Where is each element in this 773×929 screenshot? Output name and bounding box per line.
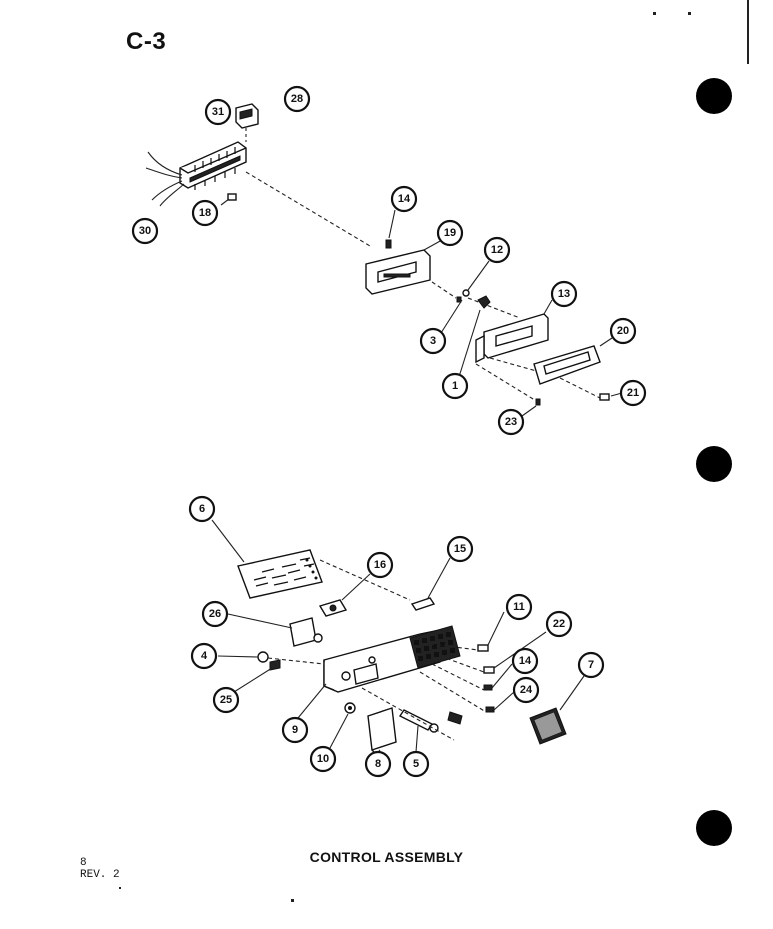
callout-label: 11 [513,601,525,613]
callout-label: 3 [430,335,436,347]
edge-mark-dot-2 [688,12,691,15]
callout: 9 [281,716,309,744]
callout-label: 14 [398,193,411,205]
screw [220,193,237,206]
callout: 5 [402,750,430,778]
callout: 8 [364,750,392,778]
washer [329,702,356,749]
bracket [227,613,323,647]
callout: 21 [619,379,647,407]
callout: 18 [191,199,219,227]
callout: 30 [131,217,159,245]
callout-label: 22 [553,618,565,630]
callout: 11 [505,593,533,621]
callout: 22 [545,610,573,638]
clip [457,295,491,381]
alignment-line [245,171,371,247]
lower-assembly [211,519,585,762]
callout-label: 1 [452,380,458,392]
callout: 3 [419,327,447,355]
callout: 12 [483,236,511,264]
callout-label: 30 [139,225,151,237]
callout-label: 15 [454,543,466,555]
knob [217,651,325,693]
callout-label: 23 [505,416,517,428]
callout: 16 [366,551,394,579]
keypad [409,625,461,669]
screw [475,363,623,417]
punch-hole-top [696,78,732,114]
edge-mark-dot-4 [291,899,294,902]
callout: 14 [511,647,539,675]
terminal-block [179,141,247,190]
overlay-panel [489,337,613,385]
callout-label: 9 [292,724,298,736]
callout-label: 4 [201,650,208,662]
callout-label: 8 [375,758,381,770]
callout-label: 7 [588,659,594,671]
callout-label: 10 [317,753,329,765]
callout-label: 31 [212,106,224,118]
callout-label: 5 [413,758,419,770]
circuit-board [211,519,411,601]
control-bracket [365,239,443,295]
page-title: C-3 [126,28,167,55]
punch-hole-middle [696,446,732,482]
wire-harness [145,151,185,207]
callout: 6 [188,495,216,523]
callout-label: 28 [291,93,303,105]
connector [235,103,259,142]
callout-label: 24 [520,684,533,696]
callout-label: 26 [209,608,221,620]
callout: 25 [212,686,240,714]
callout: 19 [436,219,464,247]
callout-label: 12 [491,244,503,256]
footer-title: CONTROL ASSEMBLY [309,849,464,865]
callout: 1 [441,372,469,400]
callout: 20 [609,317,637,345]
callout-label: 19 [444,227,456,239]
callout: 24 [512,676,540,704]
revision-label: REV. 2 [80,869,120,881]
callout: 23 [497,408,525,436]
callout-label: 20 [617,325,629,337]
edge-mark-dot-1 [653,12,656,15]
screw [419,611,547,713]
callout-label: 6 [199,503,205,515]
callout: 14 [390,185,418,213]
upper-assembly [145,103,623,417]
callout: 4 [190,642,218,670]
callout: 7 [577,651,605,679]
edge-mark-dot-3 [119,887,121,889]
switch [318,573,371,617]
callout-label: 14 [519,655,532,667]
callout: 15 [446,535,474,563]
callout: 13 [550,280,578,308]
bezel [529,675,585,745]
control-panel [467,297,553,364]
callout-label: 18 [199,207,211,219]
punch-hole-bottom [696,810,732,846]
callout: 31 [204,98,232,126]
callout-label: 16 [374,559,386,571]
screw [385,209,396,249]
fastener [431,260,490,334]
callout-label: 25 [220,694,232,706]
callout: 28 [283,85,311,113]
callout: 26 [201,600,229,628]
page-number: 8 [80,857,87,869]
screw [361,687,463,753]
chassis-plate [297,625,461,719]
callout-label: 21 [627,387,639,399]
callout: 10 [309,745,337,773]
spacer [410,557,451,611]
edge-mark-top [747,0,749,64]
callout-label: 13 [558,288,570,300]
